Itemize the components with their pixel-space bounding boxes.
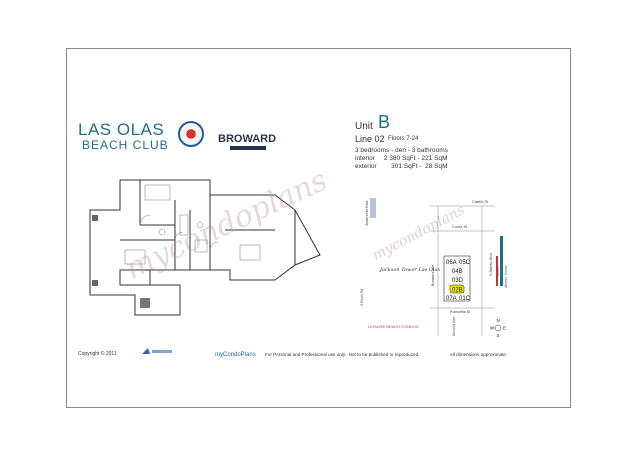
unit-line: Line 02: [355, 134, 385, 144]
beach-stripe: [496, 256, 498, 286]
unit-spec-rooms: 3 bedrooms - den - 3 bathrooms: [355, 147, 448, 154]
compass-icon: N E S W: [490, 318, 506, 338]
street-castillo: Castillo St: [472, 200, 488, 204]
label-beach: Beach: [496, 266, 500, 276]
mycondoplans-brand: myCondoPlans: [215, 352, 256, 358]
floorplan-sheet: [66, 48, 571, 408]
unit-floors: Floors 7-24: [388, 136, 419, 142]
svg-text:E: E: [503, 326, 506, 331]
svg-text:N: N: [497, 318, 500, 323]
highlight-unit-marker: [449, 284, 465, 294]
unit-spec-exterior: exterior 301 SqFt - 28 SqM: [355, 163, 448, 170]
street-breakers: Breakers Ave: [431, 265, 435, 286]
copyright-text: Copyright © 2011: [78, 351, 117, 357]
street-almond: Almond Ave: [452, 317, 456, 336]
svg-text:W: W: [490, 326, 495, 331]
street-seabreeze: Seabreeze Blvd: [365, 201, 369, 226]
county-logo-bar: [230, 146, 266, 150]
ocean-stripe: [500, 236, 503, 286]
street-poinsettia: Poinsettia St: [450, 310, 470, 314]
footer-logo-icon: [142, 348, 172, 354]
unit-02b: 02B: [452, 288, 463, 294]
unit-06a: 06A: [446, 260, 457, 266]
unit-01c: 01C: [459, 296, 471, 302]
landmark-leisure-beach: LEISURE BEACH CONDOS: [368, 324, 419, 329]
street-cortez: Cortez St: [452, 225, 467, 229]
unit-03d: 03D: [452, 278, 464, 284]
street-atlantic: S Atlantic Blvd: [489, 253, 493, 276]
county-seal-icon: [178, 121, 204, 147]
unit-05c: 05C: [459, 260, 471, 266]
unit-07a: 07A: [446, 296, 457, 302]
street-birch: S Birch Rd: [360, 289, 364, 306]
label-ocean: Atlantic Ocean: [504, 265, 508, 288]
unit-04b: 04B: [452, 269, 463, 275]
site-map: 06A 05C 04B 03D 02B 07A 01C Castillo St …: [360, 198, 508, 338]
brand-title: LAS OLAS: [78, 120, 165, 139]
disclaimer-text: For Personal and Professional use only. …: [265, 352, 508, 357]
landmark-jackson-tower: Jackson Tower Las Olas: [379, 267, 441, 273]
floor-plan-drawing: [89, 179, 321, 316]
unit-prefix: Unit: [355, 121, 373, 132]
brand-subtitle: BEACH CLUB: [82, 138, 169, 152]
county-logo-text: BROWARD: [218, 133, 277, 145]
unit-spec-interior: interior 2 380 SqFt - 221 SqM: [355, 155, 448, 162]
unit-letter: B: [378, 112, 391, 132]
svg-text:S: S: [497, 333, 500, 338]
